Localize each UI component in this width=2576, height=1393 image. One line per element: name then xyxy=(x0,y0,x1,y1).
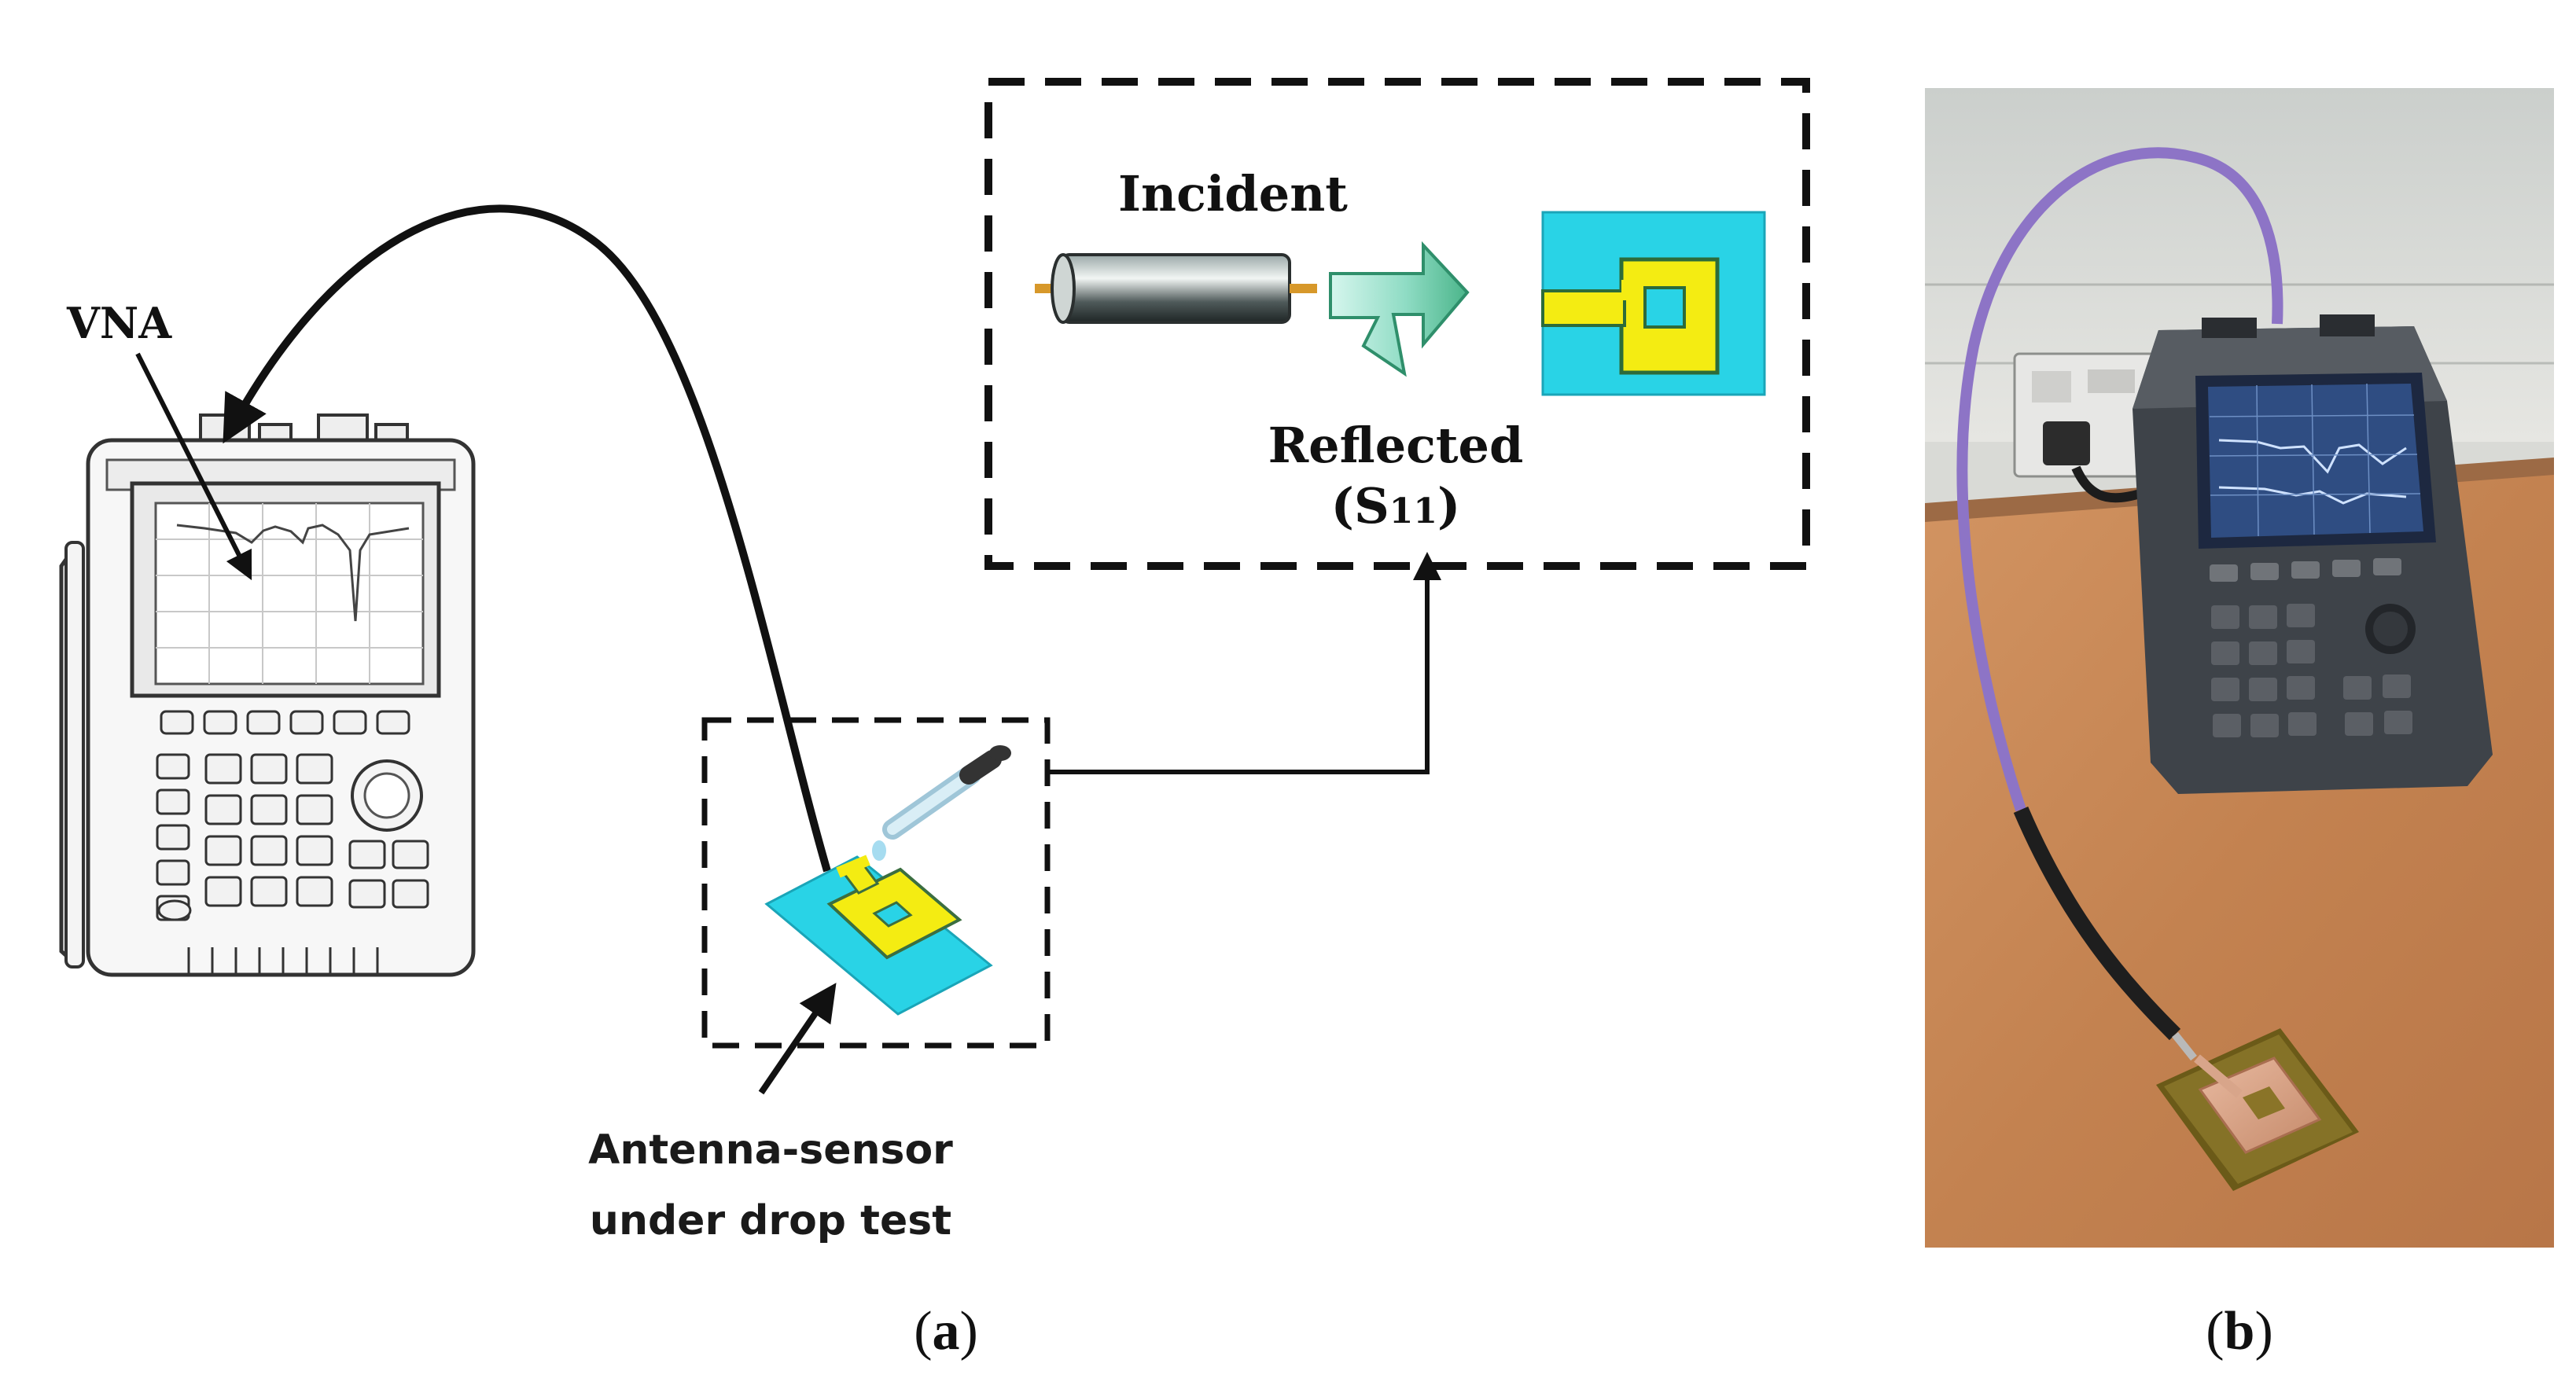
vna-instrument-drawing xyxy=(59,413,476,977)
antenna-top-view-icon xyxy=(1541,211,1766,396)
wall-socket xyxy=(2013,352,2156,478)
photo-vna-instrument xyxy=(2133,314,2493,794)
sensor-dashed-box xyxy=(701,717,1051,1049)
incident-reflected-arrow xyxy=(1329,241,1470,377)
cable-curve xyxy=(223,204,831,873)
transmission-line-icon xyxy=(1035,253,1317,324)
sensor-label-line1: Antenna-sensor xyxy=(588,1127,953,1174)
caption-b: (b) xyxy=(2206,1301,2273,1362)
reflection-dashed-box xyxy=(984,78,1810,570)
connector-line xyxy=(1047,552,1441,774)
panel-b-photo: (b) xyxy=(1925,88,2554,1362)
photo-antenna-pcb xyxy=(2156,1028,2359,1191)
sensor-pointer-arrow xyxy=(758,983,837,1095)
vna-pointer-arrow xyxy=(135,352,252,581)
sensor-label-line2: under drop test xyxy=(590,1197,951,1244)
caption-a: (a) xyxy=(914,1301,978,1362)
panel-a: VNA Antenna-sensor under drop test xyxy=(59,78,1810,1362)
dropper-icon xyxy=(872,745,1011,861)
incident-label: Incident xyxy=(1118,165,1348,222)
vna-label: VNA xyxy=(66,298,172,348)
reflected-label: Reflected xyxy=(1268,417,1524,474)
s11-label: (S11) xyxy=(1331,477,1461,535)
photo-black-cable xyxy=(2013,807,2181,1041)
photo-purple-cable xyxy=(1956,147,2283,812)
sensor-antenna xyxy=(764,855,993,1016)
